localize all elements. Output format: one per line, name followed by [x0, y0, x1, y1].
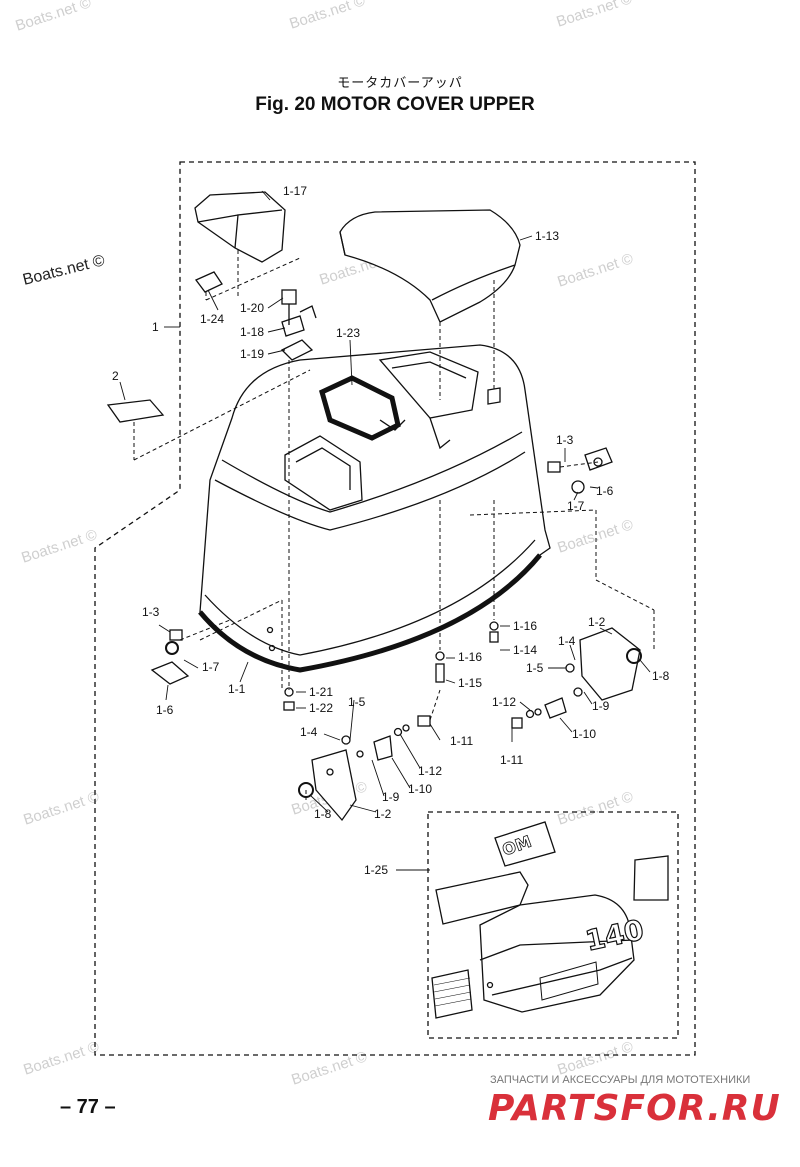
latch-parts-upper	[280, 289, 317, 361]
callout-label: 1-11	[450, 734, 473, 748]
callout-label: 1-22	[309, 701, 333, 715]
callout-label: 1-6	[596, 484, 614, 498]
callout-label: 1-10	[572, 727, 596, 741]
callout-label: 1-24	[200, 312, 224, 326]
page-number: – 77 –	[60, 1096, 116, 1118]
latch-left	[150, 629, 190, 685]
callout-label: 1-5	[348, 695, 366, 709]
callout-label: 1-1	[228, 682, 246, 696]
callout-label: 1-16	[513, 619, 537, 633]
callout-label: 1-8	[314, 807, 332, 821]
callout-label: 1-6	[156, 703, 174, 717]
callout-label: 1-2	[374, 807, 392, 821]
bracket-front	[298, 715, 431, 822]
callout-label: 1-21	[309, 685, 333, 699]
decal-brand-mark: OM	[500, 832, 534, 860]
callout-label: 1-8	[652, 669, 670, 683]
bracket-right	[511, 627, 642, 729]
nut-1-22	[283, 701, 295, 711]
callout-label: 1-13	[535, 229, 559, 243]
callout-label: 1-5	[526, 661, 544, 675]
callout-label: 1-9	[382, 790, 400, 804]
callout-label: 1-17	[283, 184, 307, 198]
callout-label: 1-4	[300, 725, 318, 739]
callout-label: 1-3	[142, 605, 160, 619]
callout-label: 1-19	[240, 347, 264, 361]
assembly-boundary	[94, 161, 696, 1056]
callout-label: 1-20	[240, 301, 264, 315]
callout-label: 1-14	[513, 643, 537, 657]
callout-label: 1-3	[556, 433, 574, 447]
callout-label: 1-23	[336, 326, 360, 340]
japanese-title: モータカバーアッパ	[337, 76, 463, 91]
callout-label: 1-11	[500, 753, 523, 767]
callout-label: 1-7	[202, 660, 220, 674]
decal-set-1-25	[427, 811, 679, 1039]
callout-label: 1-4	[558, 634, 576, 648]
lid-1-17	[194, 191, 286, 263]
bolts-center	[435, 621, 499, 683]
callout-label: 1-25	[364, 863, 388, 877]
callout-labels: 1 2 1-17 1-13 1-24 1-20 1-18 1-19 1-23 1…	[112, 184, 670, 877]
decal-2	[106, 399, 165, 423]
leader-lines	[119, 190, 651, 871]
washer-1-21	[284, 687, 294, 697]
dashed-guides	[133, 250, 655, 800]
callout-label: 1-2	[588, 615, 606, 629]
top-cap-1-13	[339, 209, 521, 323]
callout-label: 1-16	[458, 650, 482, 664]
callout-label: 1-10	[408, 782, 432, 796]
figure-title: Fig. 20 MOTOR COVER UPPER	[255, 94, 535, 115]
callout-label: 2	[112, 369, 119, 383]
motor-cover-body	[198, 344, 551, 673]
callout-label: 1-7	[567, 499, 585, 513]
callout-label: 1-9	[592, 699, 610, 713]
callout-label: 1-15	[458, 676, 482, 690]
plate-1-24	[194, 271, 223, 293]
store-tagline: ЗАПЧАСТИ И АКСЕССУАРЫ ДЛЯ МОТОТЕХНИКИ	[490, 1074, 751, 1086]
store-logo[interactable]: PARTSFOR.RU	[488, 1088, 781, 1129]
callout-label: 1-12	[418, 764, 442, 778]
callout-label: 1-18	[240, 325, 264, 339]
callout-label: 1	[152, 320, 159, 334]
callout-label: 1-12	[492, 695, 516, 709]
